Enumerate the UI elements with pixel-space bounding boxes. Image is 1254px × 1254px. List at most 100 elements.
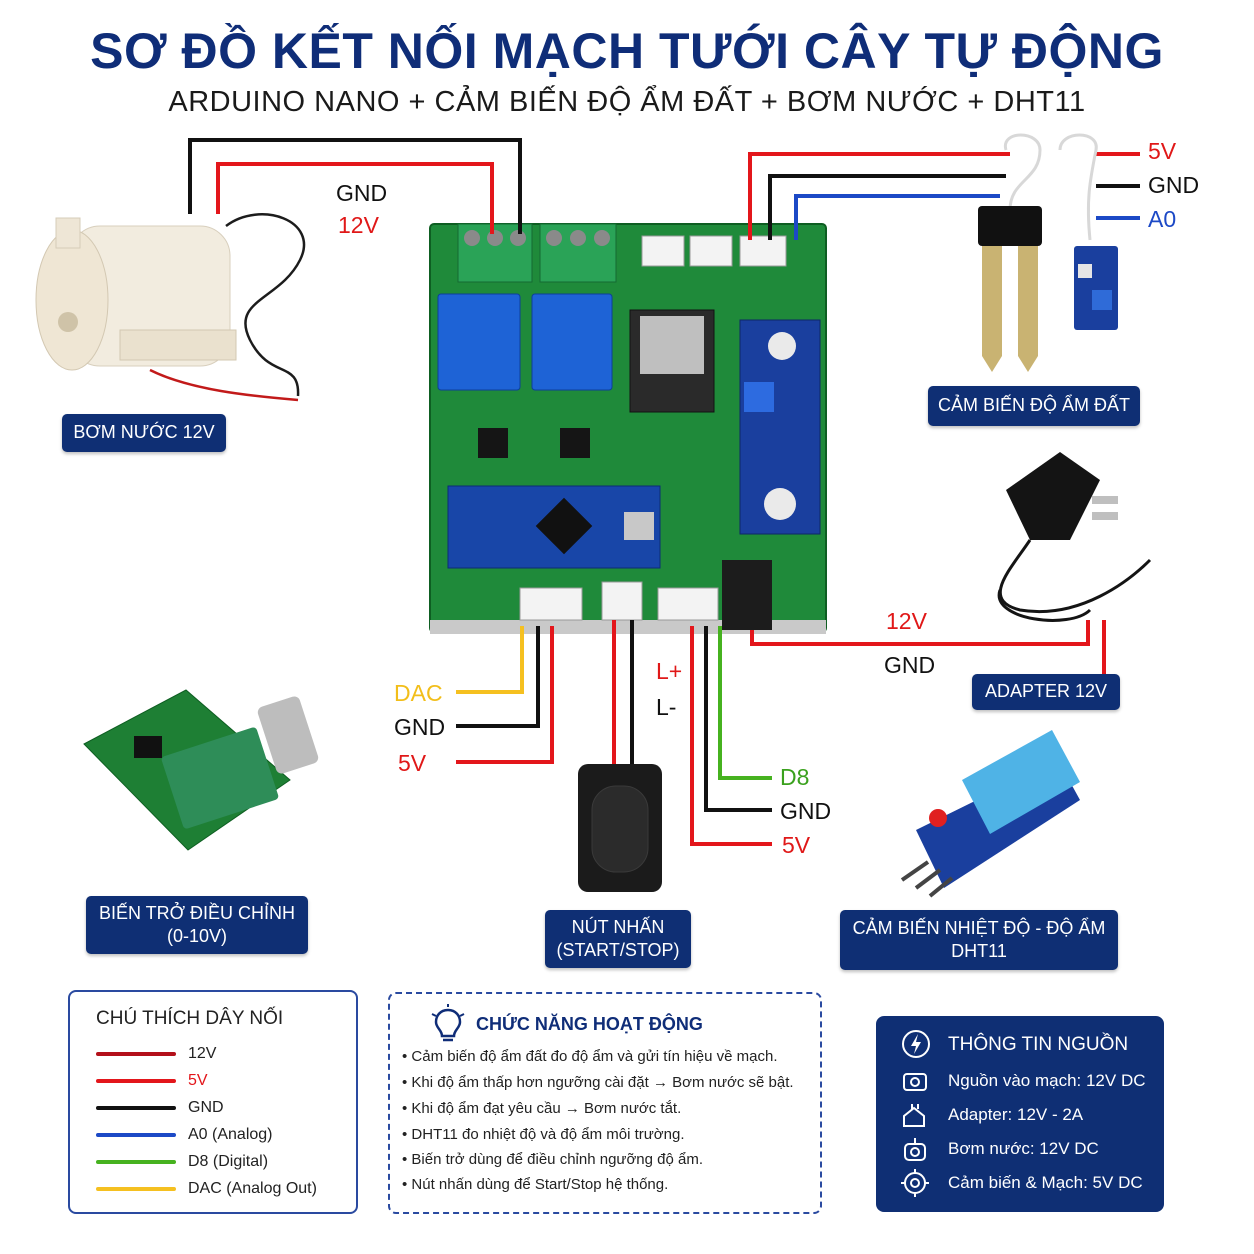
power-text: Cảm biến & Mạch: 5V DC	[948, 1173, 1143, 1192]
pot-gnd-wire	[456, 626, 540, 728]
power-icon	[902, 1030, 930, 1058]
dht-gnd-wire	[704, 626, 772, 812]
power-text: Bơm nước: 12V DC	[948, 1139, 1099, 1158]
legend-swatch-gnd	[96, 1106, 176, 1110]
button-label-line2: (START/STOP)	[556, 940, 680, 960]
page-title: SƠ ĐỒ KẾT NỐI MẠCH TƯỚI CÂY TỰ ĐỘNG	[90, 23, 1164, 79]
screw-terminal-aux	[539, 223, 617, 283]
pump-icon	[904, 1138, 926, 1161]
legend-swatch-dac	[96, 1187, 176, 1191]
function-text: DHT11 đo nhiệt độ và độ ẩm môi trường.	[411, 1126, 685, 1143]
push-button-image	[578, 764, 662, 892]
legend-label: 12V	[188, 1045, 217, 1062]
function-text: Nút nhấn dùng để Start/Stop hệ thống.	[411, 1176, 669, 1193]
dht-5v-wire	[690, 626, 772, 846]
wire-legend: CHÚ THÍCH DÂY NỐI 12V 5V GND A0 (Analog)…	[68, 990, 358, 1214]
function-text: Cảm biến độ ẩm đất đo độ ẩm và gửi tín h…	[411, 1048, 778, 1065]
soil-sensor-label: CẢM BIẾN ĐỘ ẨM ĐẤT	[928, 386, 1140, 426]
legend-label: A0 (Analog)	[188, 1126, 273, 1143]
lightbulb-icon	[431, 1004, 465, 1042]
control-board	[429, 223, 827, 634]
function-item: • Nút nhấn dùng để Start/Stop hệ thống.	[402, 1176, 669, 1193]
legend-item: 5V	[96, 1071, 208, 1091]
arduino-nano	[447, 485, 661, 569]
adapter-label: ADAPTER 12V	[972, 674, 1120, 710]
water-pump-image	[35, 213, 306, 402]
dht-d8-wire	[718, 626, 772, 780]
function-item: • DHT11 đo nhiệt độ và độ ẩm môi trường.	[402, 1126, 685, 1143]
potentiometer-label-line2: (0-10V)	[166, 926, 228, 946]
potentiometer-label: BIẾN TRỞ ĐIỀU CHỈNH (0-10V)	[86, 896, 308, 954]
dht11-label-line1: CẢM BIẾN NHIỆT ĐỘ - ĐỘ ẨM	[852, 917, 1106, 938]
button-label: NÚT NHẤN (START/STOP)	[545, 910, 691, 968]
button-lplus-label: L+	[656, 658, 683, 684]
adapter-image	[997, 452, 1152, 622]
pot-5v-wire	[456, 626, 554, 764]
page-subtitle: ARDUINO NANO + CẢM BIẾN ĐỘ ẨM ĐẤT + BƠM …	[168, 86, 1086, 118]
soil-gnd-wire	[768, 174, 1006, 240]
dht11-label: CẢM BIẾN NHIỆT ĐỘ - ĐỘ ẨM DHT11	[840, 910, 1118, 970]
relay-1	[437, 293, 521, 391]
soil-5v-label: 5V	[1148, 138, 1177, 164]
soil-5v-wire	[748, 152, 1010, 240]
legend-swatch-digital	[96, 1160, 176, 1164]
potentiometer-image	[83, 689, 319, 851]
power-item: Bơm nước: 12V DC	[900, 1134, 1099, 1164]
function-text: Khi độ ẩm đạt yêu cầu → Bơm nước tắt.	[411, 1100, 682, 1117]
soil-gnd-label: GND	[1148, 172, 1200, 198]
legend-swatch-analog	[96, 1133, 176, 1137]
power-text: Adapter: 12V - 2A	[948, 1105, 1084, 1124]
pump-12v-wire	[216, 162, 494, 234]
dht11-label-line2: DHT11	[951, 941, 1007, 961]
function-item: • Biến trở dùng để điều chỉnh ngưỡng độ …	[402, 1151, 703, 1168]
dht-d8-label: D8	[780, 764, 810, 790]
legend-label: D8 (Digital)	[188, 1153, 269, 1170]
legend-item: DAC (Analog Out)	[96, 1179, 317, 1199]
dht-connector	[657, 587, 719, 621]
function-item: • Cảm biến độ ẩm đất đo độ ẩm và gửi tín…	[402, 1048, 778, 1065]
function-text: Khi độ ẩm thấp hơn ngưỡng cài đặt → Bơm …	[411, 1074, 794, 1091]
power-title: THÔNG TIN NGUỒN	[948, 1034, 1129, 1055]
power-text: Nguồn vào mạch: 12V DC	[948, 1071, 1146, 1090]
pump-label: BƠM NƯỚC 12V	[62, 414, 226, 452]
function-item: • Khi độ ẩm đạt yêu cầu → Bơm nước tắt.	[402, 1100, 682, 1117]
pot-connector	[519, 587, 583, 621]
relay-2	[531, 293, 613, 391]
button-label-line1: NÚT NHẤN	[571, 916, 665, 937]
power-item: Nguồn vào mạch: 12V DC	[900, 1066, 1146, 1096]
legend-label: GND	[188, 1099, 224, 1116]
dht-5v-label: 5V	[782, 832, 811, 858]
adapter-12v-label: 12V	[886, 608, 927, 634]
legend-item: D8 (Digital)	[96, 1152, 268, 1172]
potentiometer-label-line1: BIẾN TRỞ ĐIỀU CHỈNH	[98, 902, 296, 923]
pot-dac-label: DAC	[394, 680, 443, 706]
chip-icon	[901, 1169, 929, 1197]
button-lminus-label: L-	[656, 694, 677, 720]
adapter-icon	[903, 1104, 925, 1127]
pump-gnd-label: GND	[336, 180, 388, 206]
legend-title: CHÚ THÍCH DÂY NỐI	[96, 1008, 284, 1029]
pot-dac-wire	[456, 626, 524, 694]
function-text: Biến trở dùng để điều chỉnh ngưỡng độ ẩm…	[411, 1151, 703, 1168]
functions-panel: CHỨC NĂNG HOẠT ĐỘNG • Cảm biến độ ẩm đất…	[388, 992, 822, 1214]
function-item: • Khi độ ẩm thấp hơn ngưỡng cài đặt → Bơ…	[402, 1074, 794, 1091]
legend-label: 5V	[188, 1072, 208, 1089]
soil-a0-wire	[794, 194, 1000, 240]
legend-label: DAC (Analog Out)	[188, 1180, 317, 1197]
functions-title: CHỨC NĂNG HOẠT ĐỘNG	[476, 1014, 703, 1034]
adapter-12v-wire	[750, 620, 1090, 646]
legend-item: A0 (Analog)	[96, 1125, 273, 1145]
plug-icon	[903, 1073, 927, 1091]
adapter-gnd-label: GND	[884, 652, 936, 678]
soil-sensor-image	[978, 133, 1118, 372]
legend-item: 12V	[96, 1044, 216, 1064]
soil-sensor-connector	[739, 235, 787, 267]
dht-gnd-label: GND	[780, 798, 832, 824]
power-info-panel: THÔNG TIN NGUỒN Nguồn vào mạch: 12V DC A…	[876, 1016, 1164, 1212]
dht11-image	[900, 730, 1080, 898]
pump-gnd-wire	[188, 138, 522, 234]
button-connector	[601, 581, 643, 621]
dc-jack	[722, 560, 772, 630]
legend-swatch-5v	[96, 1079, 176, 1083]
